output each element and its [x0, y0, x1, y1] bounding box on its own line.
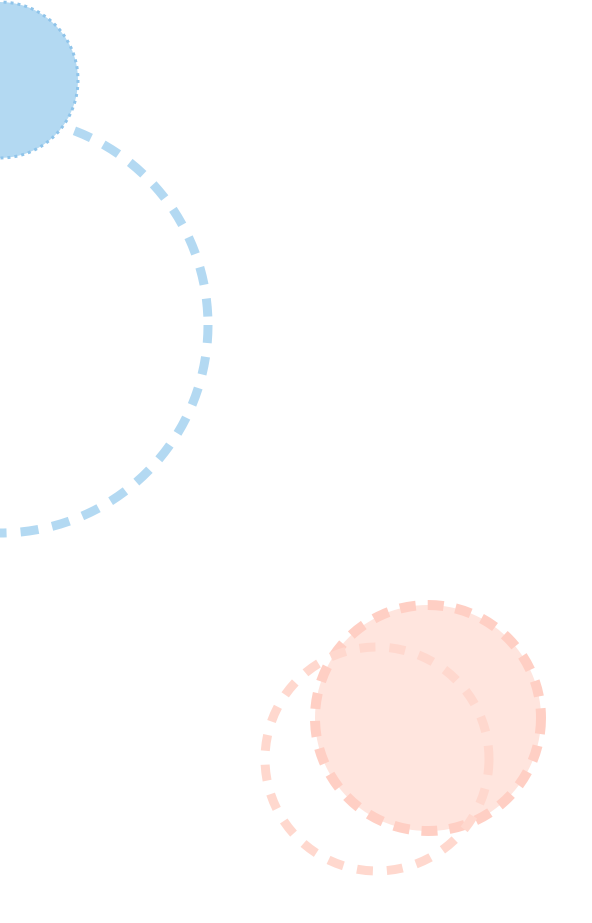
blue-filled-circle	[0, 0, 80, 160]
salmon-filled-circle	[310, 600, 546, 836]
blue-dashed-ring	[0, 112, 213, 538]
salmon-dashed-ring	[260, 642, 494, 876]
